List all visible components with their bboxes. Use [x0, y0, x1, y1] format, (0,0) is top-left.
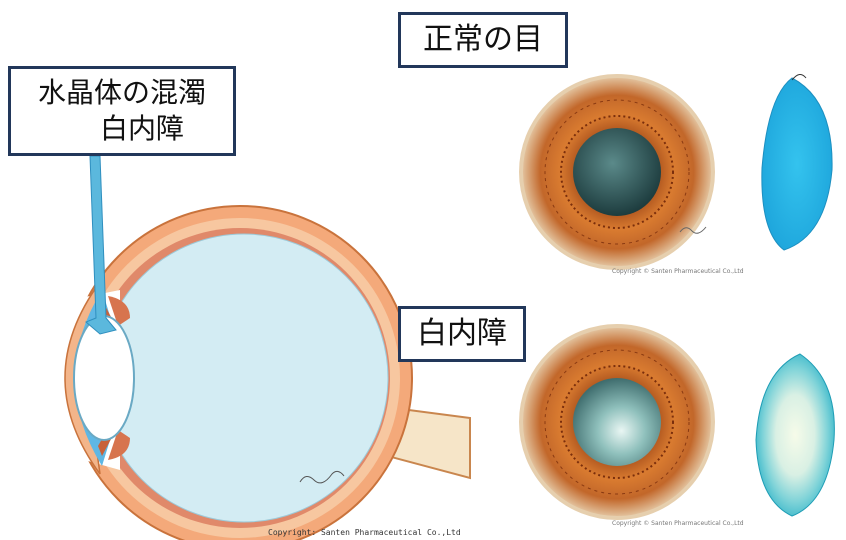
lens-opacity-callout: 水晶体の混濁 白内障 — [8, 66, 236, 156]
cataract-eye-front — [521, 326, 713, 518]
callout-line-2: 白内障 — [11, 111, 233, 147]
normal-pupil — [573, 128, 661, 216]
copyright-main: Copyright: Santen Pharmaceutical Co.,Ltd — [268, 528, 461, 537]
crystalline-lens — [74, 316, 134, 440]
cataract-label: 白内障 — [398, 306, 526, 362]
cataract-lens-side — [756, 354, 834, 516]
copyright-cataract: Copyright © Santen Pharmaceutical Co.,Lt… — [612, 520, 744, 527]
normal-eye-front — [521, 76, 713, 268]
normal-eye-label: 正常の目 — [398, 12, 568, 68]
copyright-normal: Copyright © Santen Pharmaceutical Co.,Lt… — [612, 268, 744, 275]
normal-lens-side — [762, 74, 832, 250]
vitreous-body — [100, 234, 388, 522]
callout-line-1: 水晶体の混濁 — [38, 76, 206, 109]
cataract-pupil — [573, 378, 661, 466]
eyeball-cross-section — [55, 206, 470, 540]
